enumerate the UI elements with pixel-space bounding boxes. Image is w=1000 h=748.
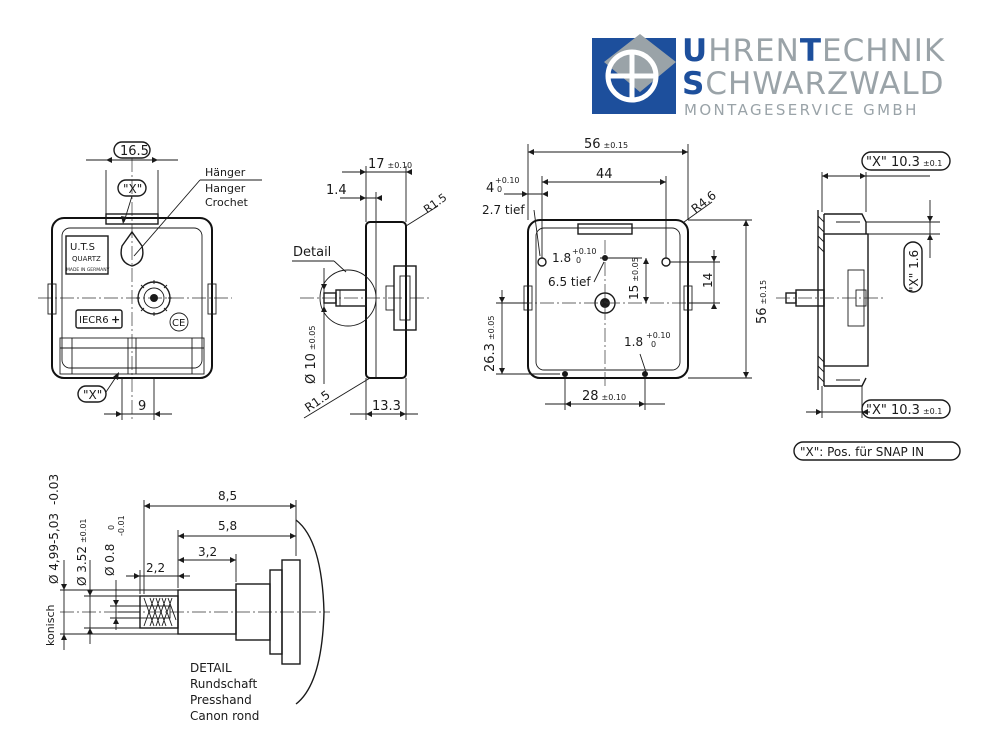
rear-tief-27: 2.7 tief: [482, 203, 525, 217]
rear-dim-18a: 1.8: [552, 251, 571, 265]
gear-teeth: [136, 280, 172, 316]
snap-in-note: "X": Pos. für SNAP IN: [800, 445, 924, 459]
detail-dia-b: Ø 3.52±0.01: [75, 519, 89, 587]
ce-mark: CE: [172, 318, 185, 329]
detail-dia-c: Ø 0.8: [103, 544, 117, 576]
side-view: Detail 17±0.10 1.4 R1.5 Ø 10±0.05 R1.5 1…: [292, 157, 449, 420]
side-dim-bottom: 13.3: [372, 399, 401, 414]
side-dia: Ø 10±0.05: [304, 326, 319, 384]
rear-dim-18a-up: +0.10: [572, 247, 597, 256]
rear-width: 56±0.15: [584, 137, 628, 152]
detail-caption-4: Canon rond: [190, 709, 259, 723]
rear-dim-18a-low: 0: [576, 256, 581, 265]
detail-dim-85: 8,5: [218, 489, 237, 503]
rear-dim-4-tol-up: +0.10: [495, 176, 520, 185]
rear-dim-14: 14: [701, 273, 715, 288]
side-r-bottom: R1.5: [302, 388, 332, 415]
front-dim-bottom: 9: [138, 399, 146, 414]
hanger-label-de: Hänger: [205, 166, 246, 179]
rear-dim-4-tol-low: 0: [497, 185, 502, 194]
detail-dia-c-tol-low: -0.01: [117, 515, 126, 536]
side-detail-label: Detail: [293, 245, 331, 260]
brand-label: U.T.S: [70, 242, 95, 253]
rear-dim-18b: 1.8: [624, 335, 643, 349]
hanger-label-fr: Crochet: [205, 196, 248, 209]
front-dim-top: 16.5: [120, 144, 149, 159]
detail-caption-3: Presshand: [190, 693, 252, 707]
side-dim-top: 17±0.10: [368, 157, 412, 172]
front-view: U.T.S QUARTZ MADE IN GERMANY IECR6 + CE …: [38, 141, 262, 420]
detail-dim-22: 2,2: [146, 561, 165, 575]
detail-konisch: konisch: [44, 604, 57, 646]
rear-radius: R4.6: [689, 188, 719, 216]
detail-caption-2: Rundschaft: [190, 677, 257, 691]
detail-dia-c-tol-up: 0: [107, 525, 116, 530]
hanger-label-en: Hanger: [205, 182, 246, 195]
knurl-pattern: [143, 597, 177, 627]
rear-dim-18b-low: 0: [651, 340, 656, 349]
side-dim-14: 1.4: [326, 183, 347, 198]
made-in-label: MADE IN GERMANY: [66, 267, 110, 273]
front-x-bottom: "X": [83, 388, 102, 402]
rear-height: 56±0.15: [755, 280, 770, 324]
rear-dim-263: 26.3±0.05: [483, 316, 498, 372]
battery-plus: +: [111, 313, 120, 326]
side-r-top: R1.5: [421, 191, 449, 216]
rear-dim-18b-up: +0.10: [646, 331, 671, 340]
rear-dim-4: 4: [486, 181, 494, 196]
section-x-top: "X" 10.3±0.1: [866, 155, 942, 170]
rear-tief-65: 6.5 tief: [548, 275, 591, 289]
hanger-shape: [120, 230, 144, 267]
company-logo: UHRENTECHNIK SCHWARZWALD MONTAGESERVICE …: [592, 33, 945, 119]
logo-line3: MONTAGESERVICE GMBH: [684, 101, 919, 119]
rear-view: 56±0.15 44 4 +0.10 0 2.7 tief R4.6 1.8 +…: [482, 137, 770, 410]
section-view: "X" 10.3±0.1 "X" 1.6 "X" 10.3±0.1 "X": P…: [776, 151, 961, 461]
rear-dim-44: 44: [596, 167, 613, 182]
logo-line1: UHRENTECHNIK: [682, 33, 945, 69]
logo-line2: SCHWARZWALD: [682, 66, 945, 102]
detail-dim-32: 3,2: [198, 545, 217, 559]
quartz-label: QUARTZ: [72, 255, 101, 263]
detail-circle: [319, 269, 377, 327]
detail-view: 8,5 5,8 3,2 2,2 Ø 4,99-5,03-0.03 Ø 3.52±…: [44, 474, 330, 723]
rear-dim-15: 15±0.05: [627, 257, 641, 300]
section-x-side: "X" 1.6: [907, 250, 921, 292]
front-x-top: "X": [123, 182, 142, 196]
detail-dia-a: Ø 4,99-5,03-0.03: [47, 474, 61, 584]
detail-caption-1: DETAIL: [190, 661, 232, 675]
battery-label: IECR6: [79, 315, 109, 326]
logo-grey-diamond: [604, 34, 676, 92]
rear-dim-28: 28±0.10: [582, 389, 626, 404]
detail-dim-58: 5,8: [218, 519, 237, 533]
section-x-bottom: "X" 10.3±0.1: [866, 403, 942, 418]
